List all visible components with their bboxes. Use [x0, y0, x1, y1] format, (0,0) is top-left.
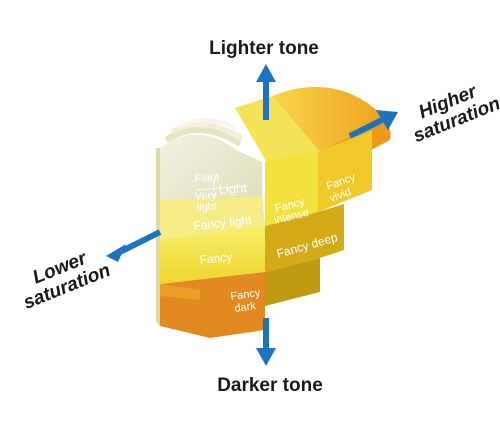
axis-label-higher-saturation: Higher saturation — [410, 81, 500, 147]
grade-cell-fancy-vivid — [318, 130, 372, 212]
fancy-deep-lower — [265, 258, 320, 306]
grade-label-fancy: Fancy — [199, 250, 233, 267]
grade-cell-fancy-light — [160, 196, 265, 240]
grade-label-fancy-light: Fancy light — [193, 213, 253, 233]
grade-label-fancy-dark-1: Fancy — [230, 287, 262, 303]
axis-label-lighter-tone: Lighter tone — [209, 38, 319, 59]
grade-label-fancy-dark-2: dark — [234, 300, 257, 315]
axis-label-lower-saturation: Lower saturation — [21, 247, 114, 313]
grade-label-light: Light — [218, 180, 248, 197]
grade-label-very-light-2: light — [196, 201, 217, 214]
arrow-darker — [256, 318, 276, 366]
axis-label-darker-tone: Darker tone — [217, 375, 323, 396]
arrow-lighter — [256, 64, 276, 120]
grade-cell-fancy-intense — [265, 150, 318, 226]
arrow-lower-saturation — [106, 229, 162, 262]
grade-label-very-light-1: Very — [194, 189, 217, 203]
grade-cell-fancy — [160, 226, 265, 284]
grade-cell-fancy-deep — [265, 204, 344, 272]
grade-label-faint: Faint — [194, 171, 219, 185]
arrow-higher-saturation — [348, 110, 398, 139]
